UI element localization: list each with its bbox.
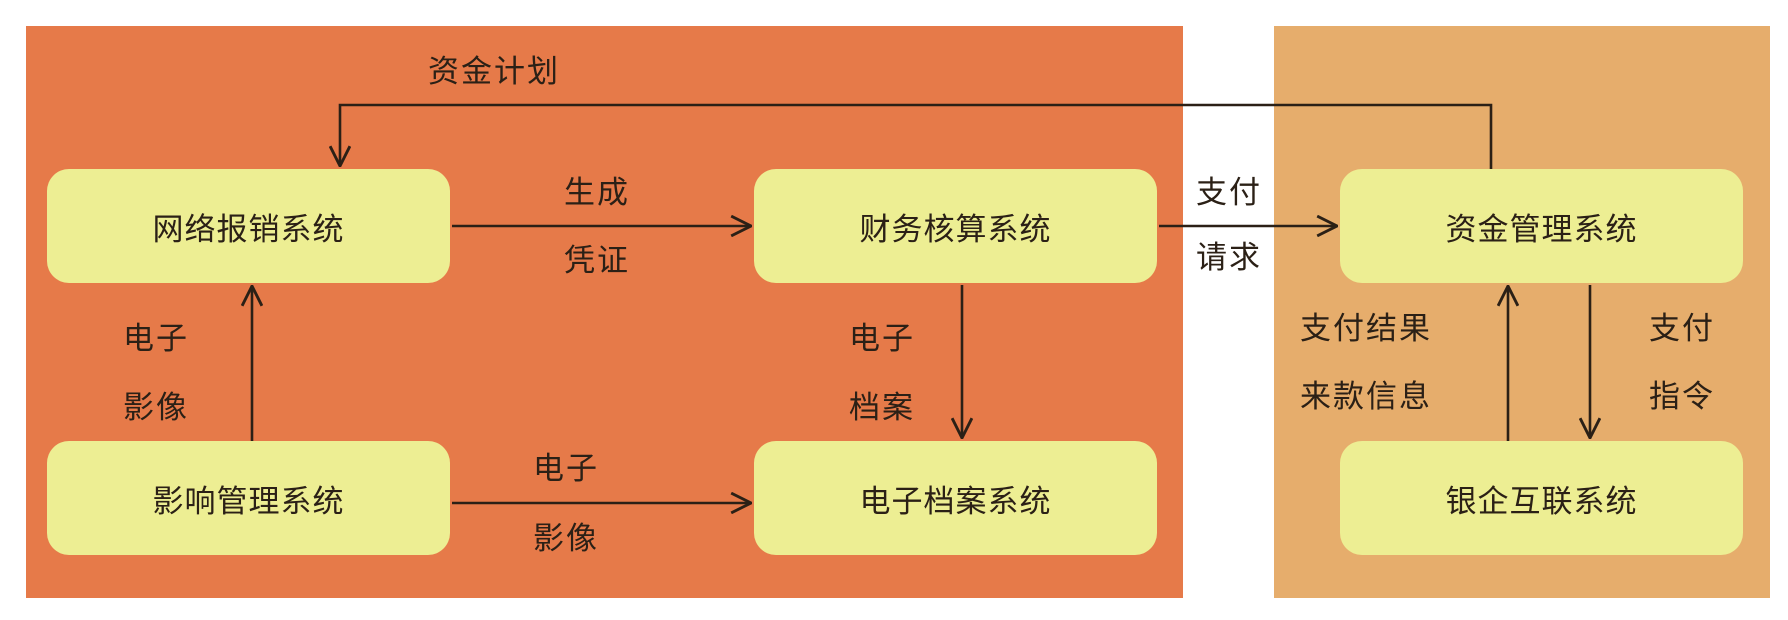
label-image-3: 影像 (533, 521, 599, 557)
label-electronic-2: 电子 (849, 321, 915, 357)
label-payment-2: 支付 (1649, 311, 1715, 347)
label-electronic-1: 电子 (123, 321, 189, 357)
box-fund-management-system[interactable]: 资金管理系统 (1340, 169, 1743, 283)
label-image-1: 影像 (123, 390, 189, 426)
label-electronic-3: 电子 (533, 451, 599, 487)
label-payment-result: 支付结果 (1300, 311, 1432, 347)
box-electronic-archive-system[interactable]: 电子档案系统 (754, 441, 1157, 555)
label-voucher: 凭证 (564, 243, 630, 279)
label-generate: 生成 (564, 175, 630, 211)
label-instruction: 指令 (1649, 379, 1715, 415)
label-archive: 档案 (849, 390, 915, 426)
label-fund-plan: 资金计划 (428, 54, 560, 90)
box-financial-accounting-system[interactable]: 财务核算系统 (754, 169, 1157, 283)
box-bank-enterprise-system[interactable]: 银企互联系统 (1340, 441, 1743, 555)
label-request: 请求 (1196, 240, 1262, 276)
box-network-reimbursement-system[interactable]: 网络报销系统 (47, 169, 450, 283)
label-payment: 支付 (1196, 175, 1262, 211)
arrow-fund-plan (340, 103, 1493, 169)
label-incoming-info: 来款信息 (1300, 379, 1432, 415)
box-image-management-system[interactable]: 影响管理系统 (47, 441, 450, 555)
